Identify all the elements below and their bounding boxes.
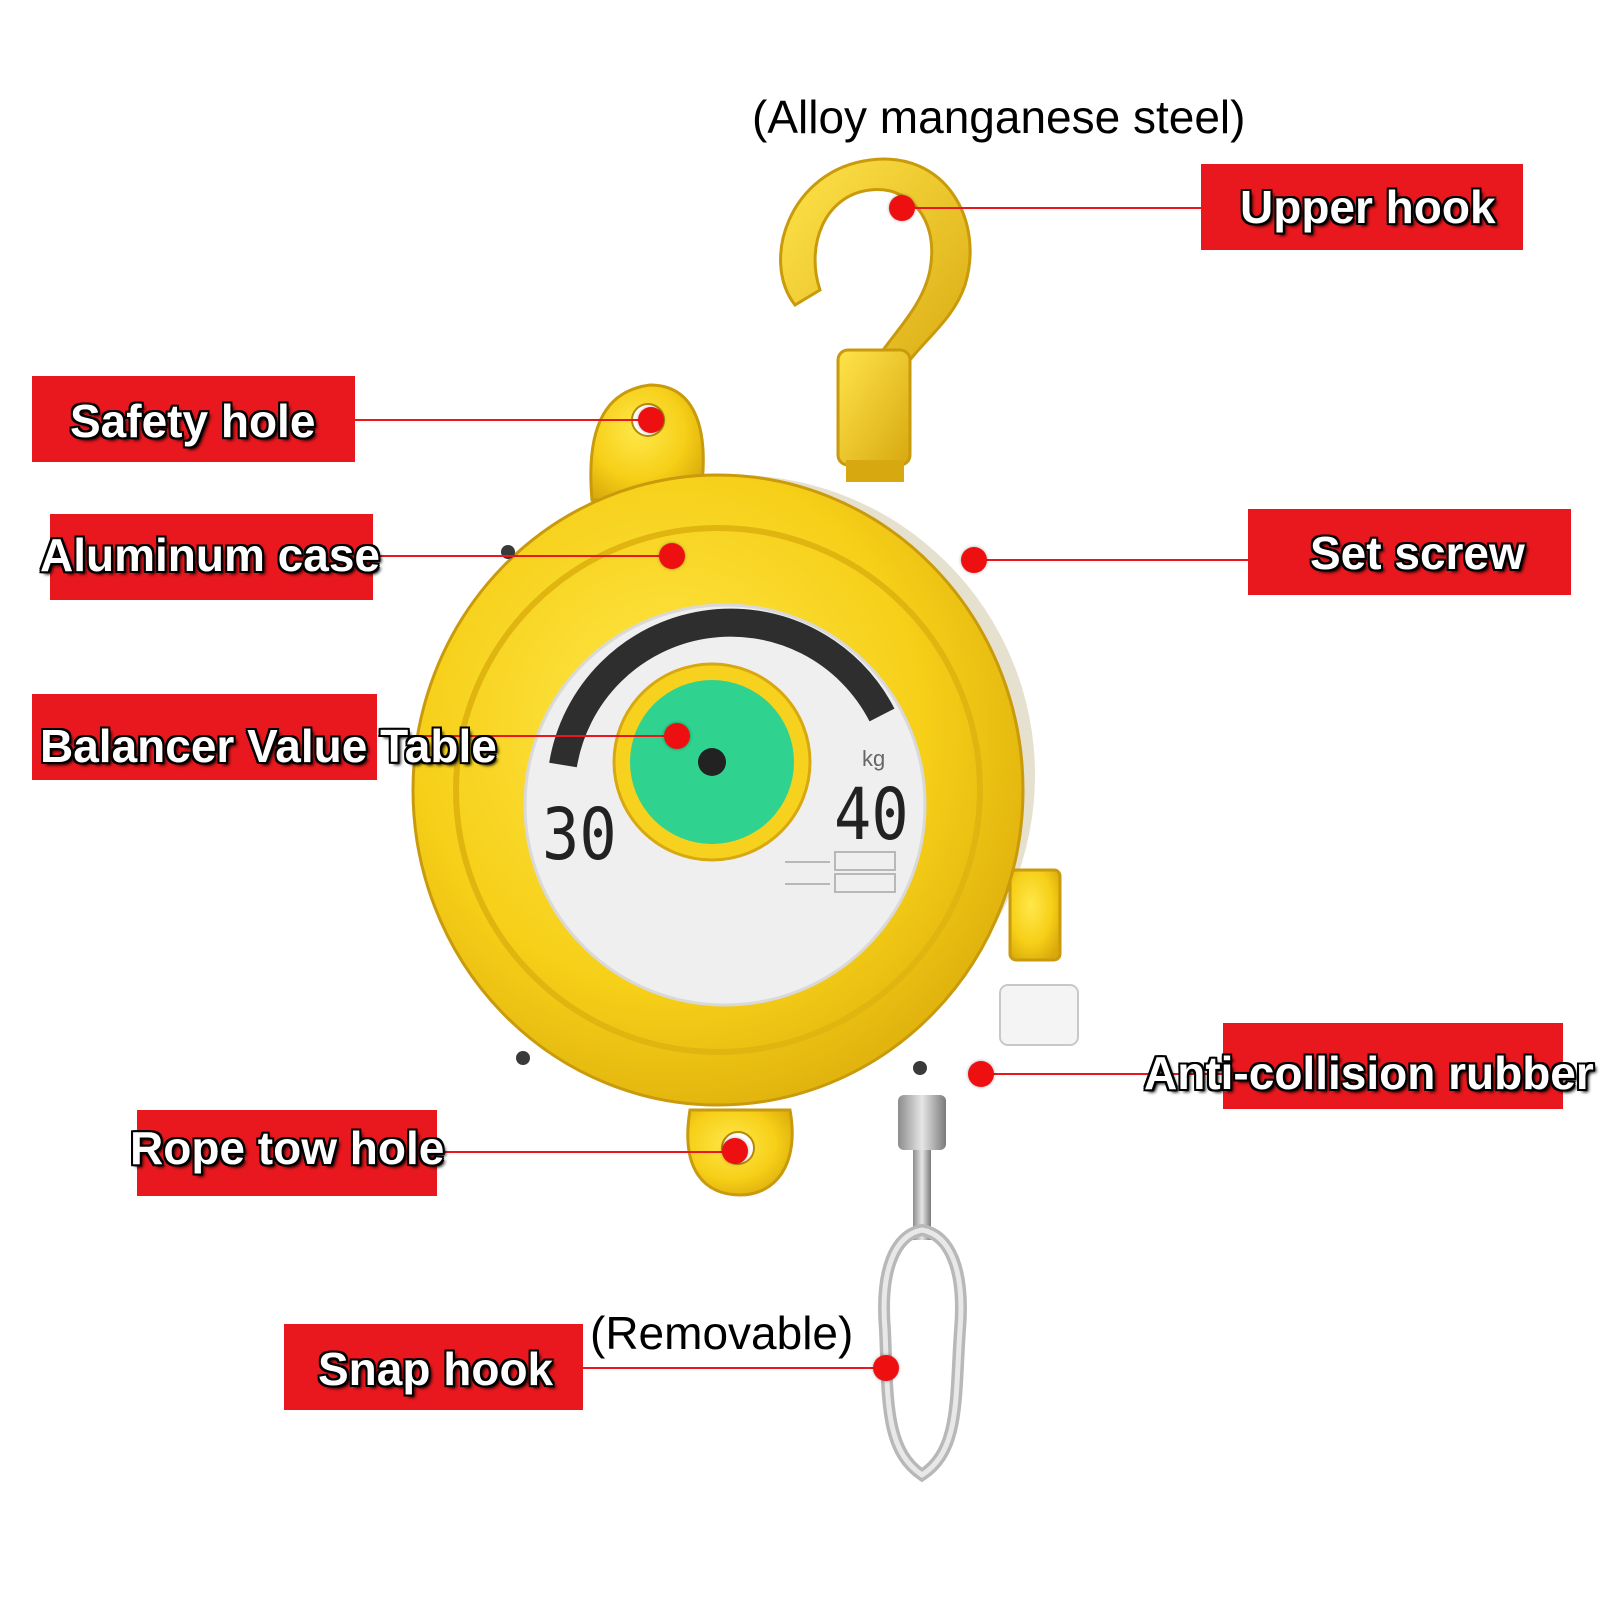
anti-collision-leader xyxy=(985,1073,1225,1075)
safety-hole-marker xyxy=(638,407,664,433)
hub-center xyxy=(698,748,726,776)
value-table-label-box xyxy=(32,694,377,780)
aluminum-case-marker xyxy=(659,543,685,569)
rope-tow-hole-leader xyxy=(437,1151,737,1153)
cable-assembly xyxy=(878,1095,967,1483)
upper-hook-marker xyxy=(889,195,915,221)
upper-hook-shape xyxy=(779,157,972,482)
aluminum-case-label: Aluminum case xyxy=(40,529,380,581)
rubber-block-shape xyxy=(999,984,1079,1046)
case-ears xyxy=(589,383,1062,1197)
dial-unit: kg xyxy=(862,746,886,771)
upper-hook-leader xyxy=(902,207,1202,209)
dial-value-right: 40 xyxy=(834,772,909,857)
safety-hole-label: Safety hole xyxy=(70,395,316,447)
set-screw-leader xyxy=(985,559,1250,561)
value-table-leader xyxy=(378,735,678,737)
dial-arc xyxy=(549,608,895,768)
dial-spec-lines xyxy=(785,851,896,893)
rope-tow-hole-label-box xyxy=(137,1110,437,1196)
upper-hook-label-box xyxy=(1201,164,1523,250)
case-rim xyxy=(453,525,983,1055)
value-table-label: Balancer Value Table xyxy=(40,720,497,772)
snap-hook-label-box xyxy=(284,1324,583,1410)
safety-hole-leader xyxy=(355,419,650,421)
anti-collision-label: Anti-collision rubber xyxy=(1144,1047,1594,1099)
set-screw-label: Set screw xyxy=(1310,527,1525,579)
upper-hook-label: Upper hook xyxy=(1240,181,1496,233)
rope-tow-hole-marker xyxy=(722,1138,748,1164)
snap-hook-label: Snap hook xyxy=(318,1343,554,1395)
material-note: (Alloy manganese steel) xyxy=(752,91,1246,143)
safety-hole-label-box xyxy=(32,376,355,462)
value-table-marker xyxy=(664,723,690,749)
aluminum-case-label-box xyxy=(50,514,373,600)
anti-collision-marker xyxy=(968,1061,994,1087)
dial-value-left: 30 xyxy=(542,792,617,877)
anti-collision-label-box xyxy=(1223,1023,1563,1109)
rope-tow-hole-label: Rope tow hole xyxy=(130,1122,445,1174)
set-screw-label-box xyxy=(1248,509,1571,595)
aluminum-case-leader xyxy=(380,555,675,557)
snap-hook-leader xyxy=(583,1367,883,1369)
set-screw-marker xyxy=(961,547,987,573)
removable-note: (Removable) xyxy=(590,1307,854,1359)
snap-hook-marker xyxy=(873,1355,899,1381)
